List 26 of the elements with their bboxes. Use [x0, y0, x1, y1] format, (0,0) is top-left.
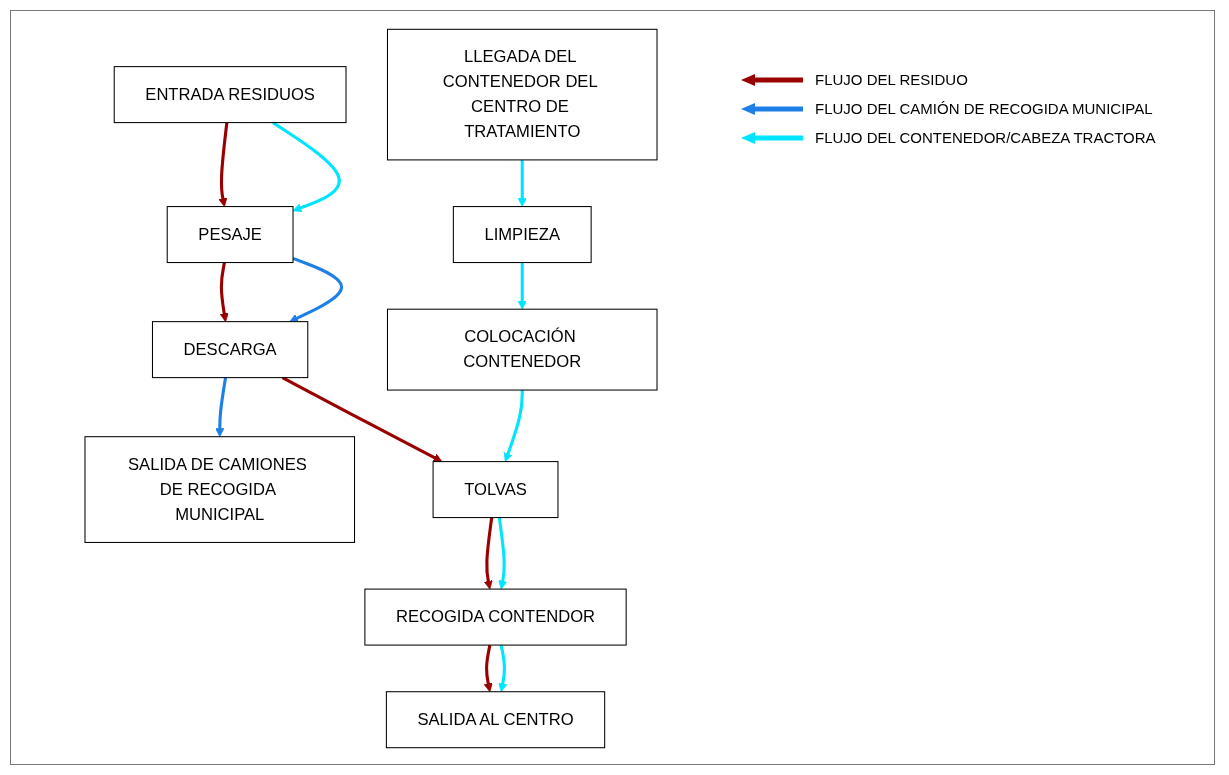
legend-text: FLUJO DEL RESIDUO: [815, 71, 968, 88]
node-box: COLOCACIÓN CONTENEDOR: [386, 308, 658, 391]
node-box: ENTRADA RESIDUOS: [113, 66, 347, 124]
arrow: [215, 377, 228, 438]
arrow: [517, 159, 527, 207]
node-box: TOLVAS: [432, 461, 559, 519]
arrow: [503, 390, 524, 462]
node-box: DESCARGA: [151, 321, 309, 379]
arrow: [483, 644, 493, 693]
arrow: [218, 122, 229, 207]
node-box: LLEGADA DEL CONTENEDOR DEL CENTRO DE TRATAMIENTO: [386, 28, 658, 161]
node-box: SALIDA AL CENTRO: [385, 691, 606, 749]
arrow: [517, 262, 527, 310]
arrow: [219, 262, 229, 323]
arrow: [483, 517, 494, 590]
node-box: RECOGIDA CONTENDOR: [364, 588, 627, 646]
node-box: LIMPIEZA: [452, 206, 592, 264]
node-box: PESAJE: [166, 206, 294, 264]
arrow: [498, 644, 508, 693]
legend-text: FLUJO DEL CONTENEDOR/CABEZA TRACTORA: [815, 129, 1156, 146]
arrow: [281, 376, 443, 462]
legend-text: FLUJO DEL CAMIÓN DE RECOGIDA MUNICIPAL: [815, 100, 1153, 117]
node-box: SALIDA DE CAMIONES DE RECOGIDA MUNICIPAL: [84, 436, 356, 543]
arrow: [497, 517, 508, 590]
arrow: [272, 121, 341, 213]
arrow: [289, 256, 344, 323]
